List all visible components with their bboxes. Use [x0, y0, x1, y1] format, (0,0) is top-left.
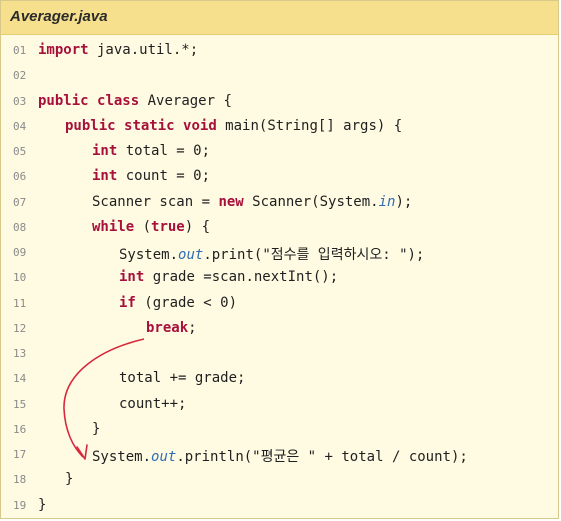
line-text: }: [65, 471, 74, 488]
line-text: int count = 0;: [92, 168, 210, 184]
keyword-class: class: [97, 92, 140, 109]
code-text: (grade < 0): [135, 294, 238, 311]
line-text: int grade =scan.nextInt();: [119, 269, 338, 285]
line-text: total += grade;: [119, 370, 246, 387]
line-number: 10: [13, 271, 27, 285]
keyword-int: int: [119, 269, 145, 286]
line-number: 03: [13, 94, 27, 108]
code-text: System.: [92, 449, 152, 465]
code-line-14: 14 total += grade;: [1, 367, 558, 392]
line-number: 07: [13, 195, 27, 209]
keyword-import: import: [38, 42, 89, 58]
line-text: }: [38, 496, 47, 513]
code-line-01: 01 import java.util.*;: [1, 39, 558, 64]
line-text: import java.util.*;: [38, 42, 198, 58]
code-text: System.: [119, 247, 179, 263]
code-line-02: 02: [1, 64, 558, 89]
line-text: public static void main(String[] args) {: [65, 118, 402, 134]
line-text: public class Averager {: [38, 93, 232, 109]
keyword-public: public: [38, 92, 89, 109]
line-text: Scanner scan = new Scanner(System.in);: [92, 194, 412, 210]
static-field-out: out: [178, 247, 204, 263]
code-text: Averager {: [139, 92, 232, 109]
code-text: ) {: [184, 218, 211, 235]
code-text: grade =scan.nextInt();: [144, 269, 339, 286]
code-text: [89, 93, 97, 109]
code-line-08: 08 while (true) {: [1, 216, 558, 241]
line-text: System.out.println("평균은 " + total / coun…: [92, 446, 468, 466]
code-line-19: 19 }: [1, 494, 558, 519]
keyword-static: static: [124, 117, 175, 134]
code-text: total = 0;: [117, 143, 211, 159]
line-number: 05: [13, 145, 27, 158]
code-text: .print("점수를 입력하시오: ");: [203, 247, 425, 263]
code-line-11: 11 if (grade < 0): [1, 292, 558, 317]
line-text: count++;: [119, 395, 187, 412]
line-text: break;: [146, 320, 197, 336]
file-title-bar: Averager.java: [1, 1, 558, 35]
code-line-07: 07 Scanner scan = new Scanner(System.in)…: [1, 191, 558, 216]
code-text: );: [395, 193, 413, 210]
line-text: if (grade < 0): [119, 295, 237, 311]
code-line-15: 15 count++;: [1, 393, 558, 418]
code-line-09: 09 System.out.print("점수를 입력하시오: ");: [1, 241, 558, 266]
line-number: 18: [13, 473, 27, 487]
keyword-public: public: [65, 117, 116, 134]
keyword-int: int: [92, 168, 118, 185]
code-line-18: 18 }: [1, 468, 558, 493]
code-line-17: 17 System.out.println("평균은 " + total / c…: [1, 443, 558, 468]
code-line-04: 04 public static void main(String[] args…: [1, 115, 558, 140]
code-line-05: 05 int total = 0;: [1, 140, 558, 165]
keyword-void: void: [183, 117, 217, 134]
line-number: 15: [13, 397, 27, 411]
code-text: ;: [188, 319, 197, 336]
code-text: [116, 118, 124, 134]
keyword-new: new: [218, 193, 244, 210]
line-number: 14: [13, 372, 27, 386]
line-text: System.out.print("점수를 입력하시오: ");: [119, 244, 424, 264]
line-text: int total = 0;: [92, 143, 210, 159]
code-line-06: 06 int count = 0;: [1, 165, 558, 190]
code-text: Scanner scan =: [92, 193, 219, 210]
code-text: Scanner(System.: [243, 193, 379, 210]
code-line-03: 03 public class Averager {: [1, 90, 558, 115]
line-number: 06: [13, 170, 27, 184]
keyword-int: int: [92, 143, 118, 159]
file-title: Averager.java: [10, 8, 108, 25]
line-number: 12: [13, 321, 27, 335]
keyword-break: break: [146, 319, 189, 336]
line-number: 04: [13, 119, 27, 133]
line-number: 09: [13, 246, 27, 259]
code-body: 01 import java.util.*; 02 03 public clas…: [1, 39, 558, 519]
line-number: 01: [13, 44, 27, 57]
keyword-if: if: [119, 294, 136, 311]
code-text: java.util.*;: [88, 42, 199, 58]
code-line-13: 13: [1, 342, 558, 367]
code-line-12: 12 break;: [1, 317, 558, 342]
line-number: 19: [13, 498, 27, 512]
keyword-while: while: [92, 218, 135, 235]
code-text: count = 0;: [117, 168, 211, 185]
code-text: (: [134, 218, 152, 235]
line-number: 16: [13, 422, 27, 436]
line-number: 08: [13, 220, 27, 234]
static-field-out: out: [151, 449, 177, 465]
code-text: main(String[] args) {: [216, 117, 403, 134]
code-text: .println("평균은 " + total / count);: [176, 449, 468, 465]
line-text: while (true) {: [92, 219, 210, 235]
line-number: 11: [13, 296, 27, 310]
line-text: }: [92, 420, 101, 437]
static-field-in: in: [378, 193, 396, 210]
line-number: 13: [13, 347, 27, 360]
code-line-10: 10 int grade =scan.nextInt();: [1, 266, 558, 291]
line-number: 17: [13, 448, 27, 461]
code-text: [175, 118, 183, 134]
keyword-true: true: [151, 218, 185, 235]
line-number: 02: [13, 69, 27, 83]
code-line-16: 16 }: [1, 418, 558, 443]
